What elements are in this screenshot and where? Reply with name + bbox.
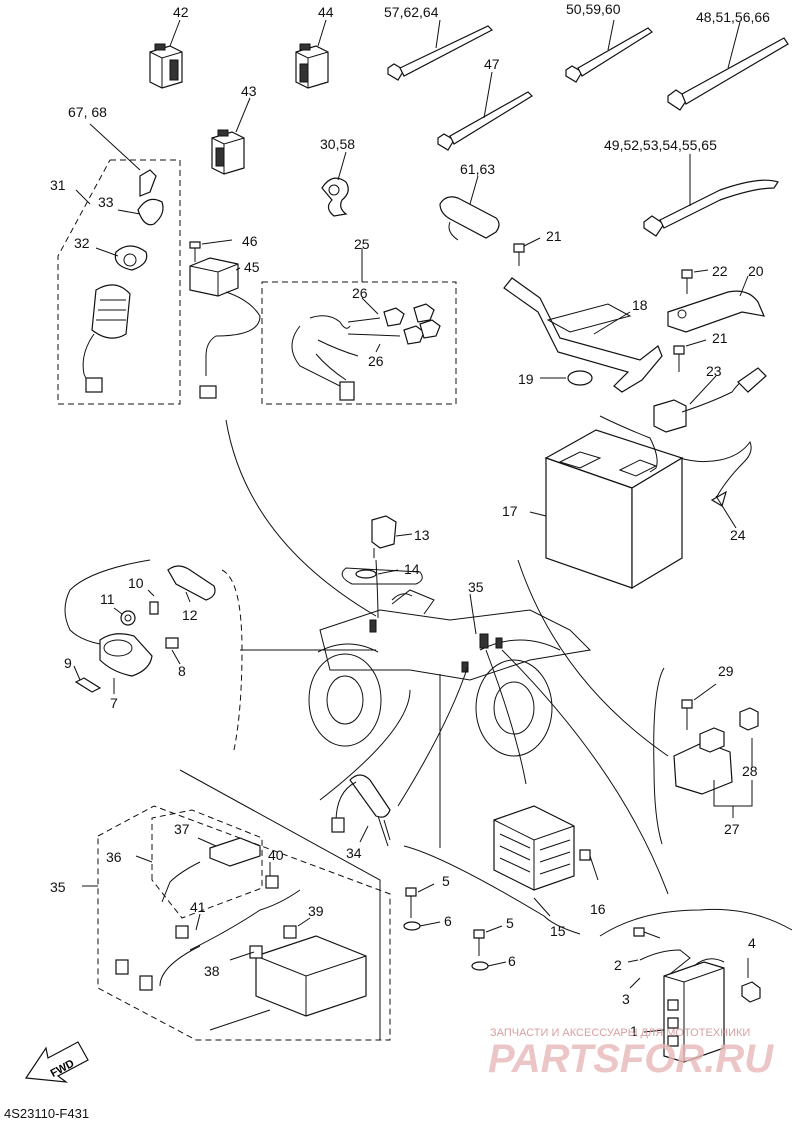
label-20: 20 bbox=[748, 263, 764, 279]
fwd-arrow-icon: FWD bbox=[24, 1041, 89, 1083]
label-8: 8 bbox=[178, 663, 186, 679]
wire-harness-35 bbox=[82, 769, 391, 1041]
label-6b: 6 bbox=[508, 953, 516, 969]
label-39: 39 bbox=[308, 903, 324, 919]
connector-44 bbox=[295, 19, 329, 89]
cable-tie-50 bbox=[565, 19, 653, 83]
label-67: 67, 68 bbox=[68, 104, 107, 120]
label-35a: 35 bbox=[468, 579, 484, 595]
neutral-switch-13 bbox=[341, 515, 423, 585]
label-26a: 26 bbox=[352, 285, 368, 301]
cable-tie-57 bbox=[387, 19, 494, 81]
label-49: 49,52,53,54,55,65 bbox=[604, 137, 717, 153]
label-12: 12 bbox=[182, 607, 198, 623]
watermark-logo: PARTSFOR.RU bbox=[488, 1037, 774, 1081]
label-1: 1 bbox=[630, 1023, 638, 1039]
label-24: 24 bbox=[730, 527, 746, 543]
label-17: 17 bbox=[502, 503, 518, 519]
main-switch-assembly bbox=[57, 123, 181, 405]
label-23: 23 bbox=[706, 363, 722, 379]
label-18: 18 bbox=[632, 297, 648, 313]
clamp-30 bbox=[321, 151, 349, 217]
label-30: 30,58 bbox=[320, 136, 355, 152]
label-7: 7 bbox=[110, 695, 118, 711]
label-11: 11 bbox=[100, 591, 115, 607]
label-36: 36 bbox=[106, 849, 122, 865]
label-25: 25 bbox=[354, 236, 370, 252]
battery-bracket-18 bbox=[503, 237, 663, 393]
part-labels: 42 44 57,62,64 50,59,60 48,51,56,66 43 4… bbox=[50, 1, 770, 1039]
connector-42 bbox=[149, 19, 183, 89]
label-10: 10 bbox=[128, 575, 144, 591]
label-29: 29 bbox=[718, 663, 734, 679]
label-13: 13 bbox=[414, 527, 430, 543]
cable-tie-47 bbox=[437, 71, 533, 151]
label-15: 15 bbox=[550, 923, 566, 939]
label-16: 16 bbox=[590, 901, 606, 917]
bolt-5a bbox=[403, 883, 441, 931]
bracket-20 bbox=[667, 269, 765, 333]
label-3: 3 bbox=[622, 991, 630, 1007]
label-35b: 35 bbox=[50, 879, 66, 895]
label-22: 22 bbox=[712, 263, 728, 279]
label-50: 50,59,60 bbox=[566, 1, 621, 17]
label-47: 47 bbox=[484, 56, 500, 72]
rectifier-15 bbox=[403, 805, 599, 935]
battery-17 bbox=[529, 429, 684, 590]
label-28: 28 bbox=[742, 763, 758, 779]
label-38: 38 bbox=[204, 963, 220, 979]
diagram-code: 4S23110-F431 bbox=[4, 1106, 89, 1121]
band-49 bbox=[643, 154, 779, 237]
label-46: 46 bbox=[242, 233, 258, 249]
label-61: 61,63 bbox=[460, 161, 495, 177]
label-31: 31 bbox=[50, 177, 66, 193]
label-9: 9 bbox=[64, 655, 72, 671]
label-21b: 21 bbox=[712, 330, 728, 346]
label-33: 33 bbox=[98, 194, 114, 210]
sensor-34 bbox=[331, 774, 391, 847]
watermark-tagline: ЗАПЧАСТИ И АКСЕССУАРЫ ДЛЯ МОТОТЕХНИКИ bbox=[490, 1027, 750, 1039]
sub-harness-25 bbox=[261, 248, 457, 405]
label-27: 27 bbox=[724, 821, 740, 837]
label-5a: 5 bbox=[442, 873, 450, 889]
label-37: 37 bbox=[174, 821, 190, 837]
label-57: 57,62,64 bbox=[384, 4, 439, 20]
label-40: 40 bbox=[268, 847, 284, 863]
label-32: 32 bbox=[74, 235, 90, 251]
label-34: 34 bbox=[346, 845, 362, 861]
label-14: 14 bbox=[404, 561, 420, 577]
cable-tie-48 bbox=[667, 21, 789, 111]
label-6a: 6 bbox=[444, 913, 452, 929]
label-21a: 21 bbox=[546, 228, 562, 244]
cable-23 bbox=[599, 367, 767, 473]
bolt-21b bbox=[673, 339, 707, 372]
label-45: 45 bbox=[244, 259, 260, 275]
label-43: 43 bbox=[241, 83, 257, 99]
label-4: 4 bbox=[748, 935, 756, 951]
atv-vehicle bbox=[308, 589, 592, 757]
bolt-5b bbox=[471, 925, 507, 971]
ignition-coil-7 bbox=[64, 559, 243, 751]
connector-43 bbox=[211, 97, 251, 175]
label-19: 19 bbox=[518, 371, 534, 387]
label-2: 2 bbox=[614, 957, 622, 973]
label-26b: 26 bbox=[368, 353, 384, 369]
label-5b: 5 bbox=[506, 915, 514, 931]
relay-45 bbox=[189, 239, 261, 399]
label-42: 42 bbox=[173, 4, 189, 20]
label-44: 44 bbox=[318, 4, 334, 20]
clamp-61 bbox=[439, 175, 500, 241]
label-41: 41 bbox=[190, 899, 206, 915]
starter-relay-27 bbox=[653, 667, 759, 845]
label-48: 48,51,56,66 bbox=[696, 9, 770, 25]
cable-24 bbox=[679, 440, 752, 529]
watermark: ЗАПЧАСТИ И АКСЕССУАРЫ ДЛЯ МОТОТЕХНИКИ PA… bbox=[488, 1027, 774, 1081]
ecu-unit-1 bbox=[599, 908, 793, 1063]
